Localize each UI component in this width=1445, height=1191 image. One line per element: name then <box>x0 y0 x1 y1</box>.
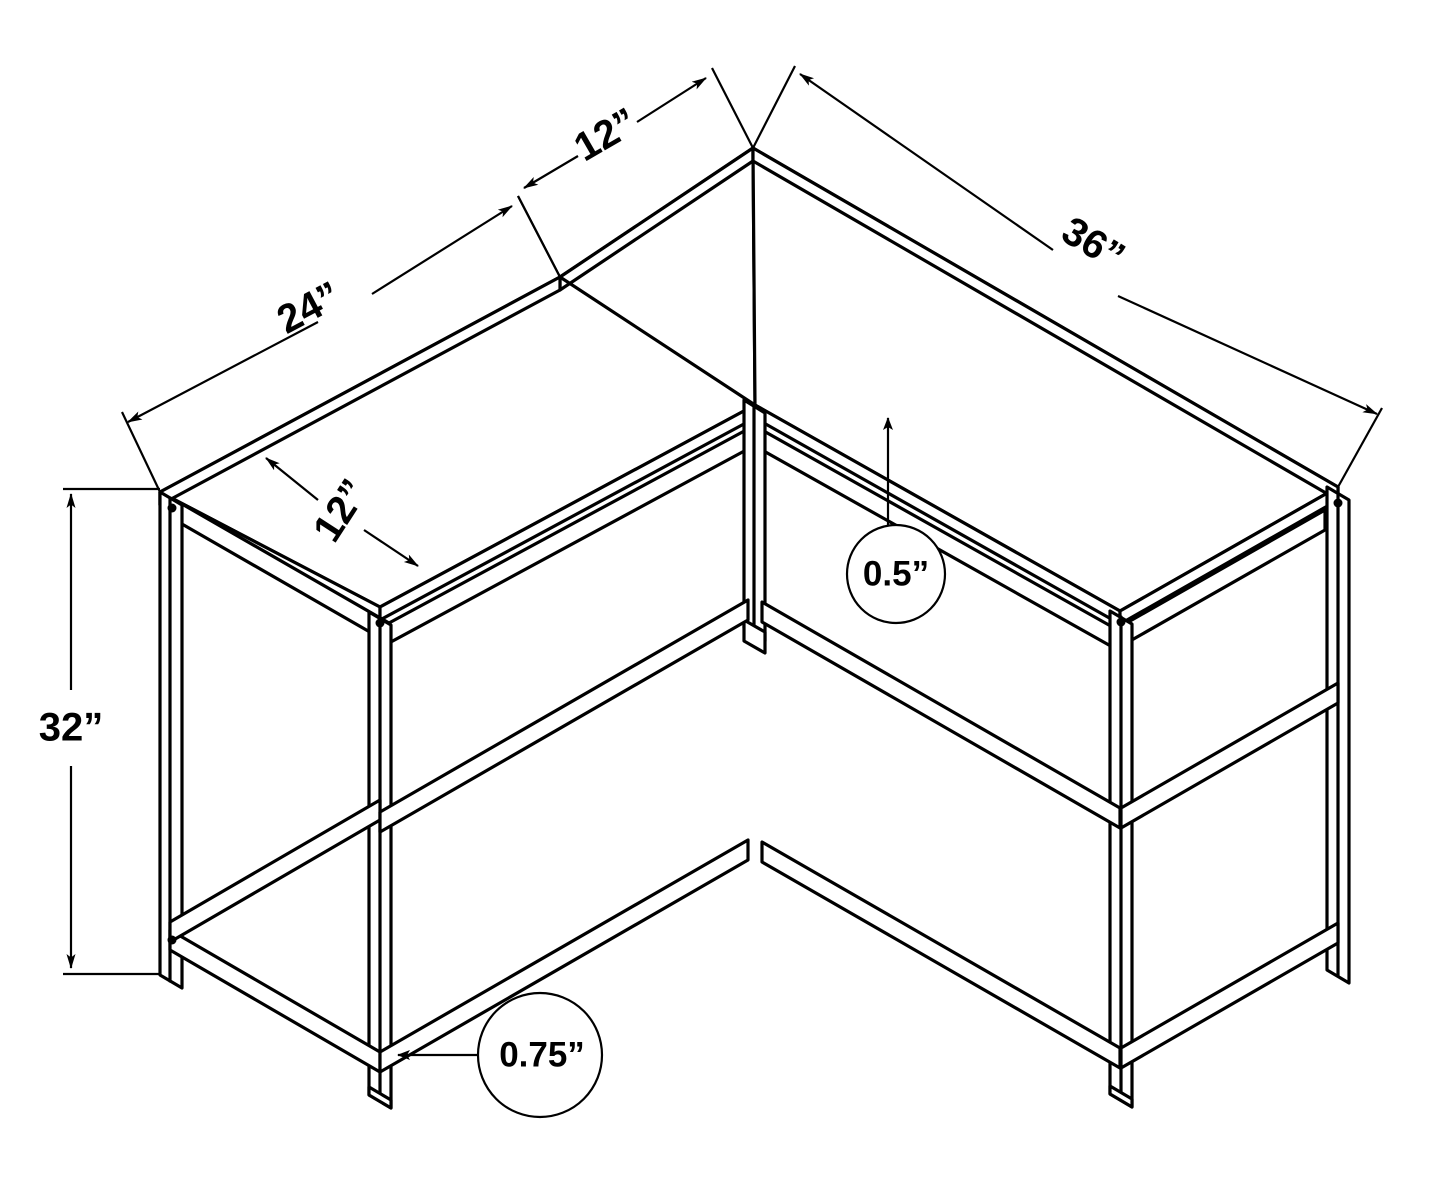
dimension-line <box>371 205 513 295</box>
dimension-line <box>127 321 319 423</box>
fastener-dot <box>1333 498 1343 508</box>
left-front-leg <box>367 610 393 1110</box>
callout-balloon <box>476 991 604 1119</box>
callout-0-75in <box>397 991 604 1119</box>
dimension-label-12in-rear: 12” <box>567 100 645 170</box>
dimension-32in <box>63 487 160 976</box>
dimension-line <box>636 77 707 123</box>
center-corner-leg <box>742 398 767 655</box>
dimension-line <box>363 529 419 567</box>
callout-label-0-75in: 0.75” <box>499 1035 585 1074</box>
extension-line <box>517 195 561 278</box>
right-rear-leg <box>1325 485 1351 985</box>
left-rear-leg <box>158 490 184 990</box>
fastener-dots <box>167 498 1343 945</box>
extension-line <box>1337 407 1383 488</box>
lower-stretcher-rails <box>168 598 1340 1074</box>
extension-line <box>752 65 796 149</box>
dimension-line <box>265 457 319 501</box>
extension-line <box>121 411 161 493</box>
extension-line <box>711 67 754 149</box>
callout-0-5in <box>845 417 947 625</box>
dimension-line <box>1117 294 1378 416</box>
desk-geometry <box>158 146 1351 1110</box>
right-front-leg <box>1108 609 1134 1109</box>
fastener-dot <box>167 935 177 945</box>
dimension-line <box>799 73 1054 251</box>
fastener-dot <box>375 618 385 628</box>
callout-label-0-5in: 0.5” <box>863 554 929 593</box>
callout-balloon <box>845 523 947 625</box>
right-tabletop-panel <box>751 146 1340 626</box>
dimension-12in-rear <box>517 67 754 278</box>
dimension-line <box>523 155 579 189</box>
fastener-dot <box>1116 617 1126 627</box>
dimension-label-24in: 24” <box>270 273 348 342</box>
dimension-12in-front <box>265 457 419 567</box>
dimension-label-32in: 32” <box>39 706 104 750</box>
dimension-36in <box>752 65 1383 488</box>
dimension-label-36in: 36” <box>1054 208 1132 279</box>
fastener-dot <box>167 503 177 513</box>
